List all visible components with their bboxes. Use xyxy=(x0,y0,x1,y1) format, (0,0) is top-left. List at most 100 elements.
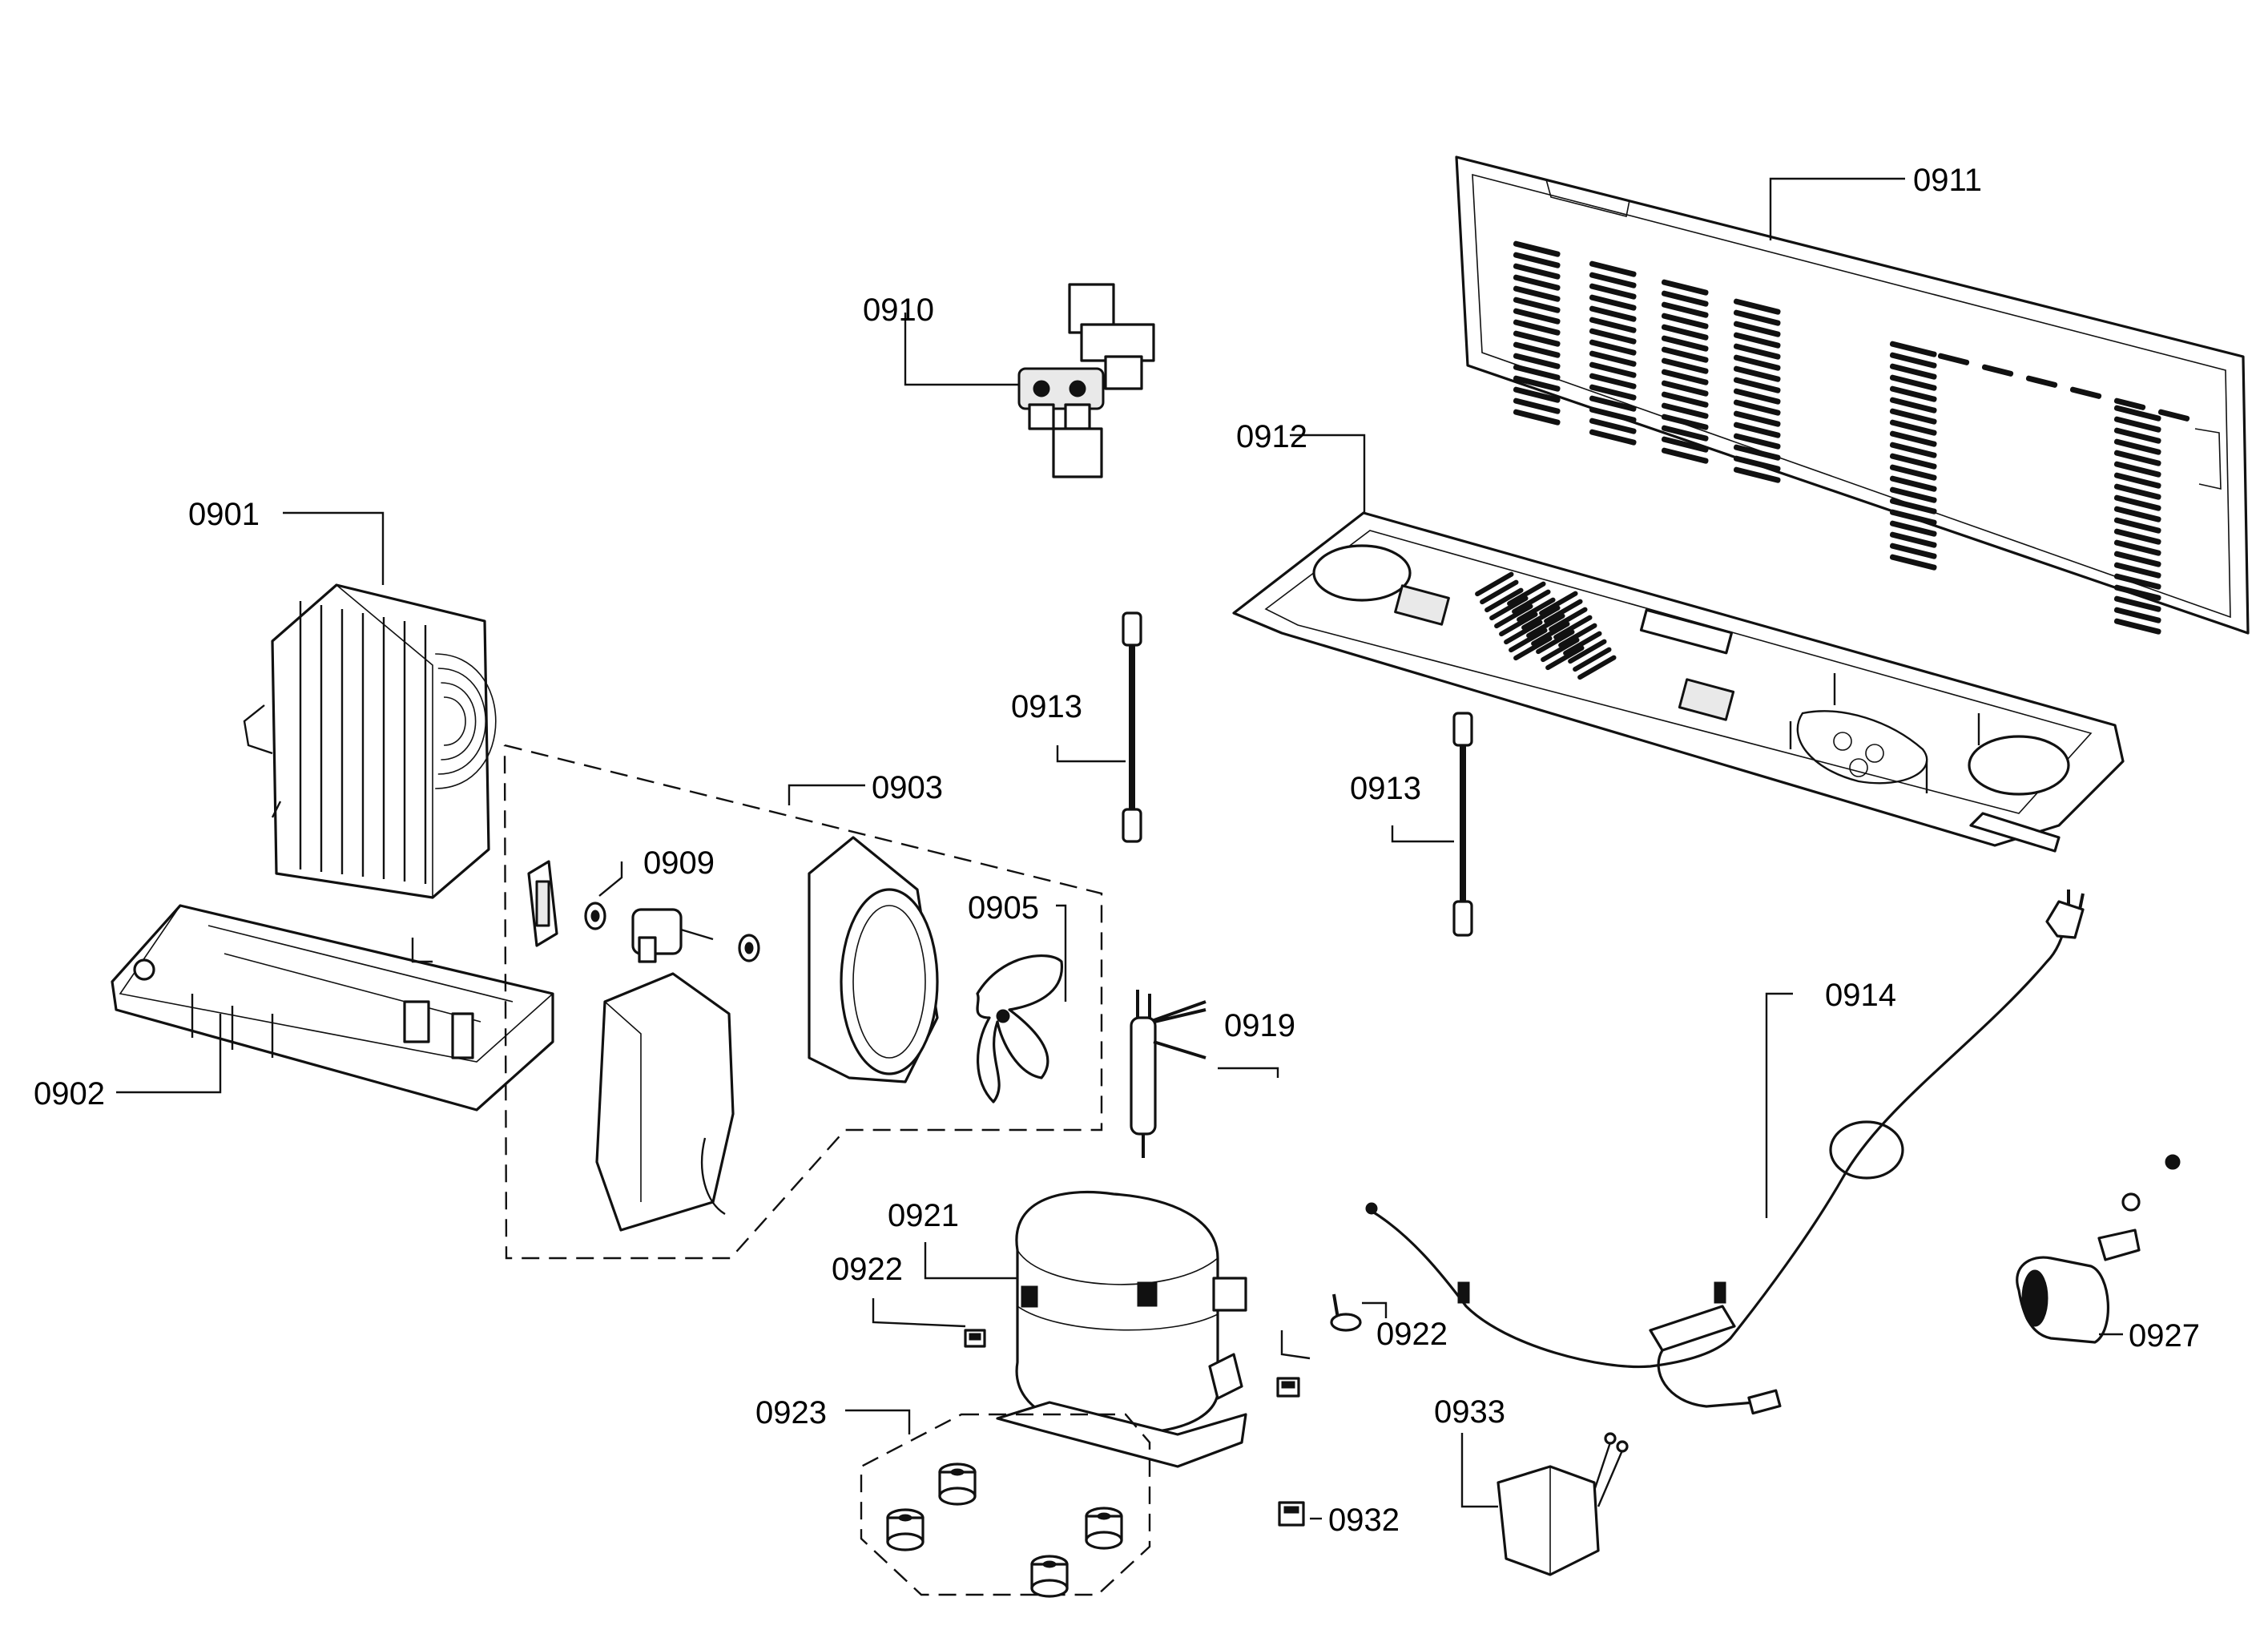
part-0901-coil xyxy=(243,583,497,899)
vent-slot xyxy=(1889,363,1937,380)
part-0909-grommet xyxy=(584,902,606,930)
vent-slot xyxy=(2113,494,2161,511)
vent-slot xyxy=(2025,375,2058,388)
vent-slot xyxy=(1513,263,1561,280)
vent-slot xyxy=(1889,430,1937,447)
vent-slot xyxy=(1889,408,1937,425)
vent-slot xyxy=(2113,573,2161,590)
vent-slot xyxy=(1889,509,1937,526)
vent-slot xyxy=(1661,402,1709,419)
vent-slot xyxy=(1661,447,1709,464)
vent-slot xyxy=(1661,346,1709,363)
vent-slot xyxy=(1937,353,1970,365)
vent-slot xyxy=(1889,374,1937,391)
part-0903-fan-assembly-group xyxy=(503,744,1103,1260)
vent-slot xyxy=(1513,386,1561,403)
vent-slot xyxy=(1513,330,1561,347)
vent-slot xyxy=(2113,528,2161,545)
vent-slot xyxy=(1513,397,1561,414)
label-0913-lower: 0913 xyxy=(1350,771,1421,806)
vent-slot xyxy=(1513,240,1561,257)
vent-slot xyxy=(1521,605,1561,631)
label-0933: 0933 xyxy=(1434,1394,1505,1430)
panel-vent-slots xyxy=(1513,240,2190,635)
vent-slot xyxy=(1589,395,1637,412)
vent-slot xyxy=(1889,520,1937,537)
part-0919-filter-drier xyxy=(1130,990,1207,1158)
label-0921: 0921 xyxy=(888,1198,959,1233)
grommet-hole xyxy=(1097,1512,1111,1520)
vent-slot xyxy=(1541,637,1580,663)
vent-slot xyxy=(1733,365,1781,382)
vent-slot xyxy=(1589,283,1637,300)
part-0921-compressor xyxy=(996,1190,1247,1468)
label-0903: 0903 xyxy=(872,770,943,805)
part-labels: 0901 0902 0903 0905 0909 0910 0911 0912 … xyxy=(34,163,2200,1538)
part-0902-drain-tray xyxy=(111,904,554,1112)
vent-slot xyxy=(1733,309,1781,326)
grommet-bottom xyxy=(886,1532,925,1551)
vent-slot xyxy=(1889,464,1937,481)
vent-slot xyxy=(1889,397,1937,414)
vent-slot xyxy=(1733,332,1781,349)
vent-slot xyxy=(1661,436,1709,453)
part-0913-hose-lower xyxy=(1452,712,1473,937)
vent-slot xyxy=(1513,341,1561,358)
vent-slot xyxy=(1889,442,1937,458)
vent-slot xyxy=(1733,466,1781,483)
vent-slot xyxy=(1539,591,1578,616)
vent-slot xyxy=(1512,589,1551,615)
vent-slot xyxy=(2113,595,2161,612)
motor-grommet xyxy=(738,934,760,962)
vent-slot xyxy=(1733,321,1781,337)
vent-slot xyxy=(1889,352,1937,369)
vent-slot xyxy=(1661,313,1709,329)
part-0912-base-plate xyxy=(1232,511,2125,853)
vent-slot xyxy=(1889,531,1937,548)
vent-slot xyxy=(1589,418,1637,434)
vent-slot xyxy=(2113,506,2161,522)
grommet-hole xyxy=(898,1514,912,1522)
vent-slot xyxy=(1573,647,1612,672)
vent-slot xyxy=(1513,409,1561,426)
part-0933-relay xyxy=(1497,1432,1629,1576)
vent-slot xyxy=(2113,551,2161,567)
label-0902: 0902 xyxy=(34,1076,105,1112)
label-0932: 0932 xyxy=(1328,1503,1400,1538)
vent-slot xyxy=(1889,453,1937,470)
part-0922-clip-left xyxy=(964,1329,986,1348)
vent-slot xyxy=(1661,357,1709,374)
vent-slot xyxy=(1499,611,1538,637)
vent-slot xyxy=(1589,361,1637,378)
vent-slot xyxy=(1484,587,1524,613)
vent-slot xyxy=(1513,274,1561,291)
vent-slot xyxy=(1589,339,1637,356)
vent-slot xyxy=(1513,364,1561,381)
vent-slot xyxy=(2113,461,2161,478)
vent-slot xyxy=(1589,260,1637,277)
vent-slot xyxy=(1513,297,1561,313)
vent-slot xyxy=(1544,599,1583,624)
part-0913-hose-upper xyxy=(1122,611,1142,843)
fan-mount-bracket xyxy=(527,860,558,947)
coil-loop xyxy=(437,668,486,775)
vent-slot xyxy=(1545,645,1585,671)
vent-slot xyxy=(1733,410,1781,427)
vent-slot xyxy=(1661,335,1709,352)
vent-slot xyxy=(2113,427,2161,444)
vent-slot xyxy=(1553,615,1593,640)
vent-slot xyxy=(1589,294,1637,311)
vent-slot xyxy=(1513,308,1561,325)
leader-lines xyxy=(116,177,2123,1520)
vent-slot xyxy=(1507,581,1546,607)
vent-slot xyxy=(1589,350,1637,367)
vent-slot xyxy=(1889,498,1937,514)
vent-slot xyxy=(1563,631,1602,656)
vent-slot xyxy=(2113,405,2161,422)
vent-slot xyxy=(1536,629,1575,655)
vent-slot xyxy=(1589,384,1637,401)
vent-slot xyxy=(1526,613,1565,639)
grommet-hole xyxy=(1042,1560,1057,1568)
vent-slot xyxy=(1661,290,1709,307)
